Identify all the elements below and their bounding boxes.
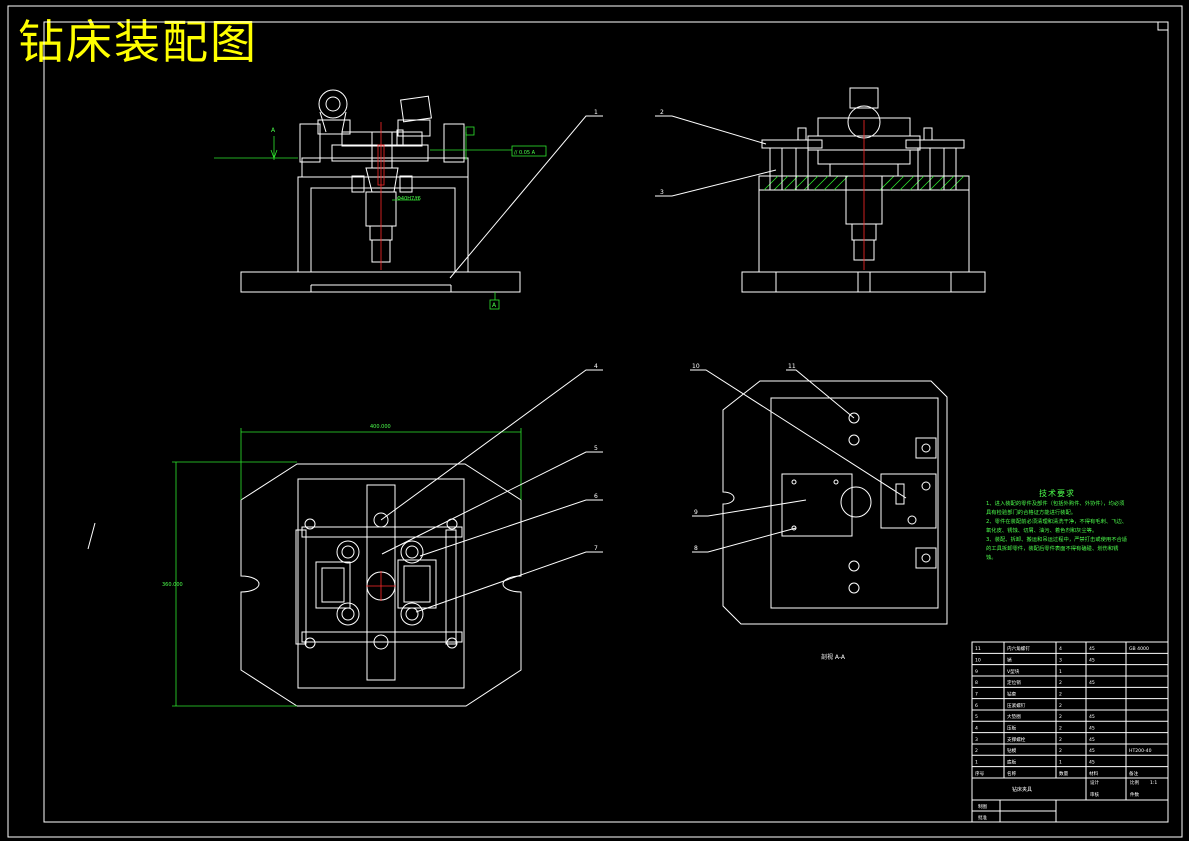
front-tolerance: // 0.05 A (514, 150, 536, 156)
front-datum-a: A (271, 127, 276, 134)
bom-cell-no: 7 (975, 691, 978, 697)
bom-cell-qty: 2 (1059, 703, 1062, 709)
bom-cell-note: HT200-40 (1129, 748, 1152, 754)
balloon-5: 5 (594, 445, 598, 452)
front-fit: Φ40H7/f6 (397, 196, 421, 202)
front-datum-b: A (492, 302, 497, 309)
bom-cell-name: 大垫圈 (1007, 713, 1021, 720)
bom-cell-mat: 45 (1089, 759, 1095, 765)
bom-drawing-title: 钻床夹具 (1012, 786, 1032, 793)
bom-header-name: 名称 (1007, 770, 1017, 777)
bom-cell-name: 压紧螺钉 (1007, 702, 1026, 709)
bom-cell-qty: 3 (1059, 657, 1062, 663)
bom-cell-name: 压板 (1007, 724, 1017, 731)
bom-cell-qty: 2 (1059, 725, 1062, 731)
bom-drafter-label: 制图 (978, 803, 987, 810)
bom-cell-qty: 2 (1059, 691, 1062, 697)
balloon-3: 3 (660, 189, 664, 196)
balloon-1: 1 (594, 109, 598, 116)
bom-cell-no: 10 (975, 657, 981, 663)
bom-cell-mat: 45 (1089, 737, 1095, 743)
balloon-10: 10 (692, 363, 700, 370)
bom-cell-qty: 2 (1059, 714, 1062, 720)
bom-approver-label: 批准 (978, 814, 987, 821)
bom-checker-label: 审核 (1090, 791, 1099, 798)
bom-cell-name: 底板 (1007, 758, 1017, 765)
bom-cell-name: V型块 (1007, 668, 1020, 675)
bom-cell-no: 1 (975, 759, 978, 765)
bom-cell-qty: 2 (1059, 680, 1062, 686)
bom-cell-mat: 45 (1089, 725, 1095, 731)
side-view (741, 87, 986, 293)
bom-header-mat: 材料 (1089, 770, 1099, 777)
bom-cell-no: 11 (975, 646, 981, 652)
tech-requirements: 技术要求 1、进入装配的零件及部件（包括外购件、外协件），均必须具有检验部门的合… (986, 488, 1128, 563)
top-height-dim: 360.000 (162, 582, 183, 588)
bom-cell-name: 支撑螺栓 (1007, 736, 1026, 743)
tech-item-3: 3、装配、拆卸、搬运和吊运过程中，严禁打击或使用不合适的工具拆卸零件，装配后零件… (986, 537, 1128, 561)
bom-cell-name: 钻模 (1007, 747, 1017, 754)
bom-cell-name: 定位销 (1007, 679, 1021, 686)
bom-header-note: 备注 (1129, 770, 1139, 777)
bom-cell-mat: 45 (1089, 680, 1095, 686)
balloon-6: 6 (594, 493, 598, 500)
bom-cell-qty: 1 (1059, 669, 1062, 675)
balloon-8: 8 (694, 545, 698, 552)
section-label: 剖视 A-A (821, 653, 846, 661)
tech-item-1: 1、进入装配的零件及部件（包括外购件、外协件），均必须具有检验部门的合格证方能进… (986, 501, 1125, 516)
bom-cell-mat: 45 (1089, 714, 1095, 720)
bom-cell-name: 内六角螺钉 (1007, 645, 1030, 652)
bom-scale: 1:1 (1150, 780, 1157, 786)
bom-designer-label: 设计 (1090, 779, 1099, 786)
bom-scale-label: 比例 (1130, 779, 1139, 786)
bom-cell-mat: 45 (1089, 646, 1095, 652)
outer-border (7, 5, 1183, 838)
bom-cell-no: 5 (975, 714, 978, 720)
tech-item-2: 2、零件在装配前必须清理和清洗干净，不得有毛刺、飞边、氧化皮、锈蚀、切屑、油污、… (986, 519, 1128, 534)
top-width-dim: 400.000 (370, 424, 391, 430)
bom-cell-mat: 45 (1089, 748, 1095, 754)
balloon-11: 11 (788, 363, 796, 370)
bom-header-no: 序号 (975, 770, 985, 777)
top-view (87, 428, 522, 707)
balloon-2: 2 (660, 109, 664, 116)
bom-cell-no: 4 (975, 725, 978, 731)
bom-cell-name: 钻套 (1007, 690, 1017, 697)
balloon-4: 4 (594, 363, 598, 370)
bom-cell-mat: 45 (1089, 657, 1095, 663)
balloon-7: 7 (594, 545, 598, 552)
balloon-9: 9 (694, 509, 698, 516)
bom-cell-qty: 1 (1059, 759, 1062, 765)
bom-cell-note: GB 4000 (1129, 646, 1149, 652)
bom-cell-no: 9 (975, 669, 978, 675)
balloon-labels: 1 2 3 4 5 6 7 8 9 10 11 (594, 109, 796, 552)
bom-cell-no: 3 (975, 737, 978, 743)
bom-cell-qty: 2 (1059, 748, 1062, 754)
bom-cell-no: 2 (975, 748, 978, 754)
bom-cell-name: 销 (1007, 656, 1012, 663)
section-view (722, 380, 948, 625)
front-view (214, 89, 547, 310)
bom-header-qty: 数量 (1059, 770, 1069, 777)
drawing-title: 钻床装配图 (18, 15, 258, 69)
bom-cell-qty: 4 (1059, 646, 1062, 652)
bom-cell-no: 8 (975, 680, 978, 686)
bom-cell-qty: 2 (1059, 737, 1062, 743)
frame-corner-mark (1157, 21, 1169, 31)
inner-frame (43, 21, 1169, 823)
tech-requirements-title: 技术要求 (1039, 489, 1075, 498)
bom-cell-no: 6 (975, 703, 978, 709)
bom-count-label: 件数 (1130, 791, 1139, 798)
leader-lines (380, 115, 907, 613)
